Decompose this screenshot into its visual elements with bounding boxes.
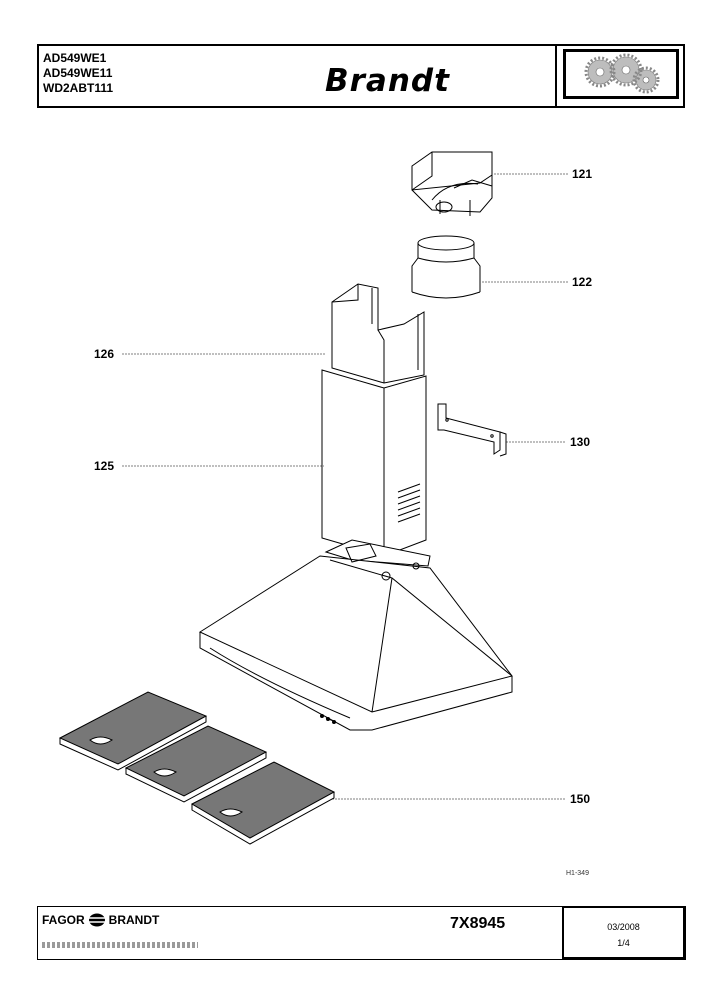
date-page-box: 03/2008 1/4 <box>562 906 686 960</box>
company-name-1: FAGOR <box>42 913 85 927</box>
page-number: 1/4 <box>617 938 630 948</box>
part-125-lower-chimney <box>321 369 427 557</box>
document-number: 7X8945 <box>450 915 506 932</box>
document-date: 03/2008 <box>607 922 640 932</box>
part-126-upper-chimney <box>331 283 425 384</box>
callout-126: 126 <box>94 347 115 361</box>
filter-2 <box>124 725 268 803</box>
hood-body <box>198 539 513 731</box>
title-block-footer: FAGOR BRANDT 7X8945 03/2008 1/4 <box>37 906 686 960</box>
company-name-2: BRANDT <box>108 913 160 927</box>
drawing-reference: H1-349 <box>566 870 589 877</box>
part-130-bracket <box>437 403 507 457</box>
title-block-header: AD549WE1 AD549WE11 WD2ABT111 Brandt <box>37 44 685 108</box>
part-121-outlet <box>411 151 493 216</box>
part-122-adaptor <box>411 235 481 299</box>
brand-logo: Brandt <box>325 63 450 99</box>
model-list: AD549WE1 AD549WE11 WD2ABT111 <box>43 51 113 96</box>
callout-121: 121 <box>572 167 593 181</box>
filter-3 <box>190 761 336 845</box>
company-subtitle-strip <box>42 942 198 948</box>
model-1: AD549WE1 <box>43 51 107 65</box>
callout-130: 130 <box>570 435 591 449</box>
callout-150: 150 <box>570 792 591 806</box>
model-2: AD549WE11 <box>43 66 113 80</box>
fagor-brandt-logo: FAGOR BRANDT <box>42 913 159 927</box>
model-3: WD2ABT111 <box>43 81 114 95</box>
filter-1 <box>58 691 208 771</box>
callout-122: 122 <box>572 275 593 289</box>
part-150-filters <box>58 691 336 845</box>
gears-icon <box>563 49 679 99</box>
callout-125: 125 <box>94 459 115 473</box>
fagor-globe-icon <box>88 913 105 927</box>
gear-logo-box <box>555 44 687 108</box>
leader-lines <box>122 173 568 800</box>
